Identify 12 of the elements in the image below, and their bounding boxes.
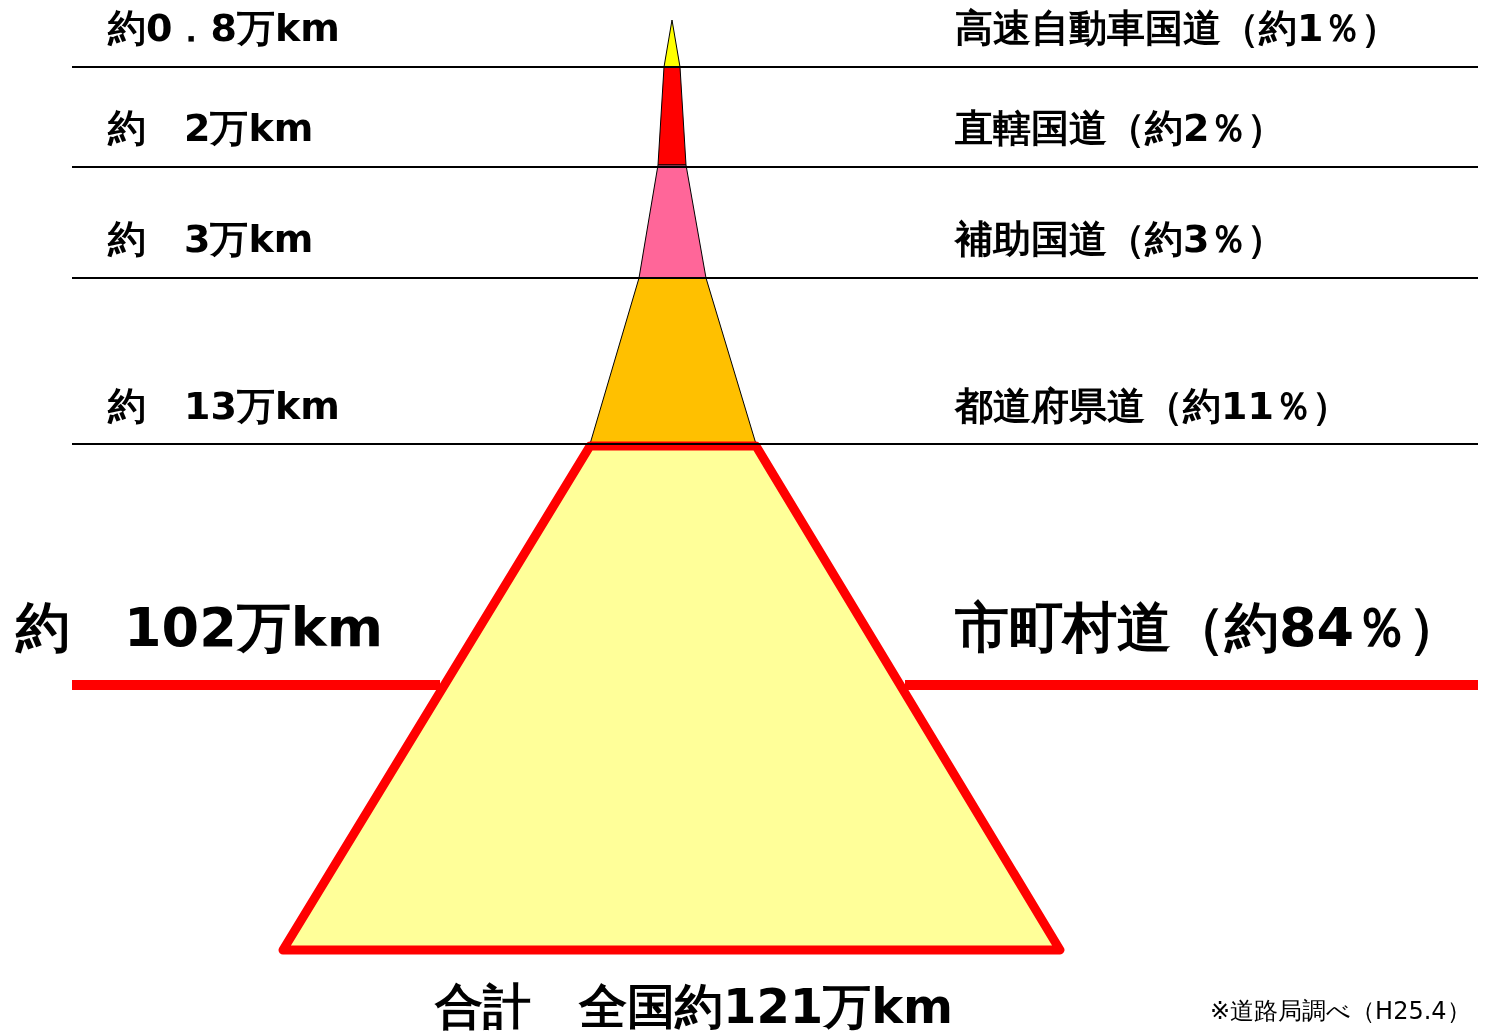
source-note: ※道路局調べ（H25.4）: [1210, 998, 1471, 1025]
length-label: 約 2万km: [108, 108, 314, 150]
total-label: 合計 全国約121万km: [435, 980, 954, 1033]
road-type-label: 都道府県道（約11％）: [955, 386, 1350, 428]
road-type-label: 市町村道（約84％）: [955, 598, 1463, 658]
road-type-label: 直轄国道（約2％）: [955, 108, 1286, 150]
road-type-label: 高速自動車国道（約1％）: [955, 8, 1400, 50]
length-label: 約0．8万km: [108, 8, 340, 50]
length-label: 約 102万km: [16, 598, 383, 658]
length-label: 約 3万km: [108, 219, 314, 261]
road-type-label: 補助国道（約3％）: [955, 219, 1286, 261]
length-label: 約 13万km: [108, 386, 340, 428]
